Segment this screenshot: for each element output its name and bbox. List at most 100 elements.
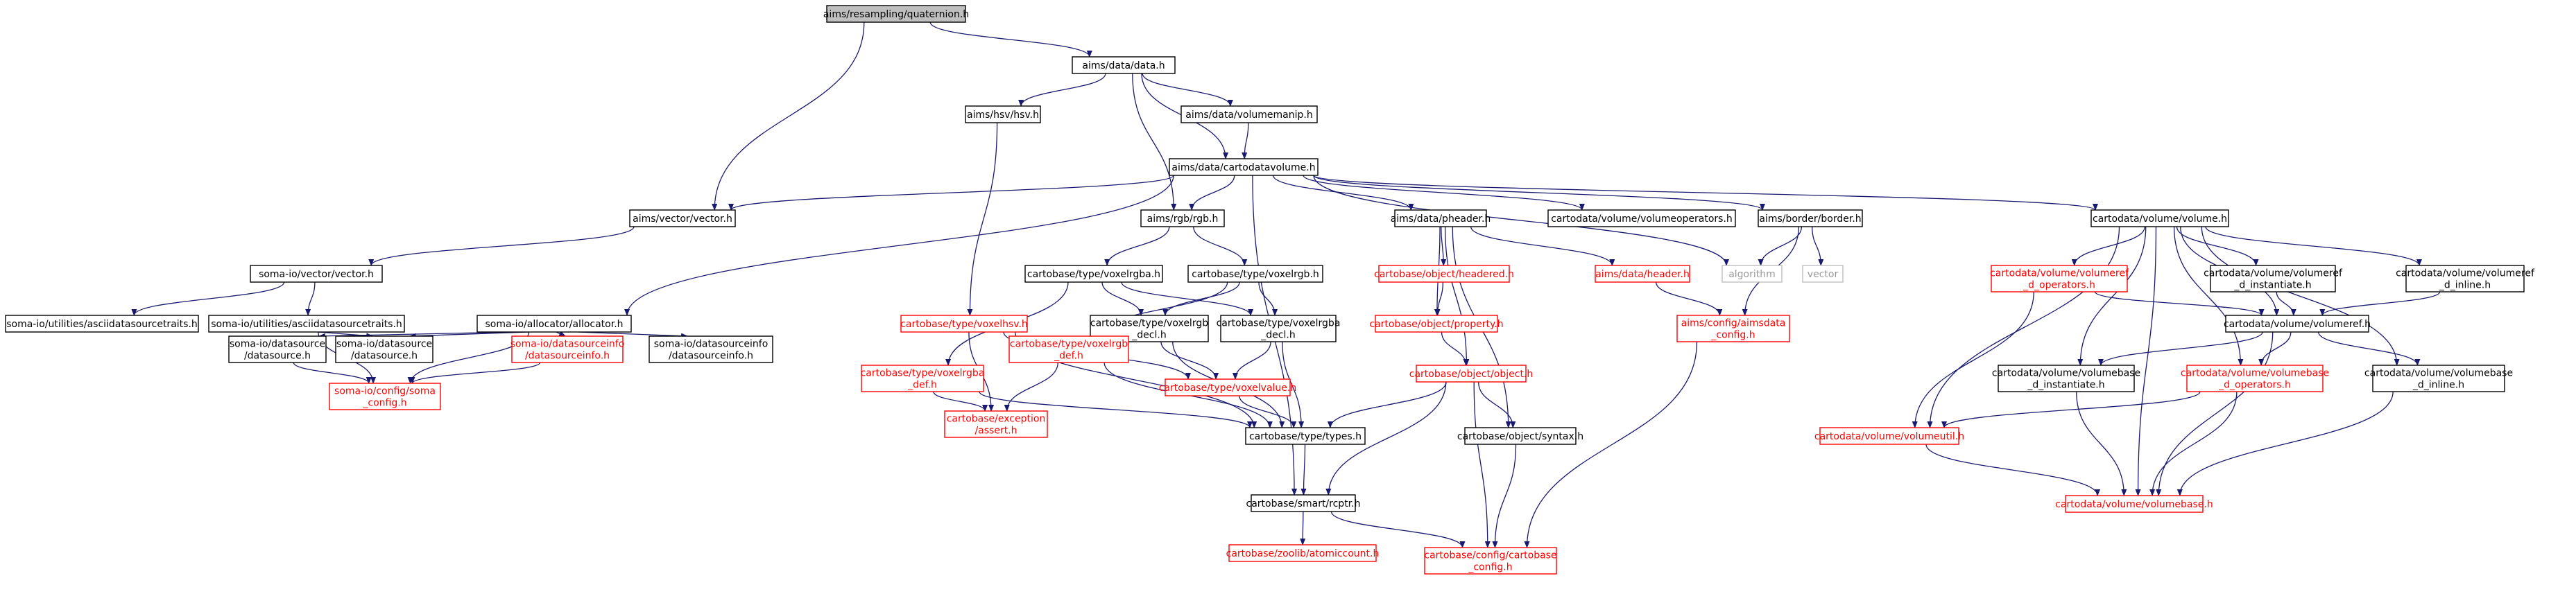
edge-n6-n20 — [1104, 226, 1170, 266]
node-label: cartodata/volume/volumebase — [2181, 368, 2329, 379]
node-soma-io-datasourceinfo-datasourceinfo-h[interactable]: soma-io/datasourceinfo/datasourceinfo.h — [649, 335, 773, 363]
node-cartodata-volume-volumebase-d-inline-h[interactable]: cartodata/volume/volumebase_d_inline.h — [2364, 365, 2513, 392]
node-box — [1251, 494, 1356, 512]
node-cartobase-exception-assert-h[interactable]: cartobase/exception/assert.h — [944, 410, 1048, 438]
node-label: soma-io/vector/vector.h — [259, 269, 374, 280]
node-aims-config-aimsdata-config-h[interactable]: aims/config/aimsdata_config.h — [1676, 315, 1790, 342]
edge-n46-n48 — [1941, 391, 2201, 428]
edge-n10-n47 — [2201, 226, 2400, 366]
edge-n30-n32 — [1330, 511, 1466, 548]
node-label: cartobase/object/syntax.h — [1457, 431, 1583, 442]
node-cartobase-smart-rcptr-h[interactable]: cartobase/smart/rcptr.h — [1246, 494, 1361, 512]
node-box — [1187, 265, 1323, 283]
node-aims-data-header-h[interactable]: aims/data/header.h — [1595, 265, 1690, 283]
node-aims-data-volumemanip-h[interactable]: aims/data/volumemanip.h — [1180, 105, 1318, 123]
node-cartobase-type-voxelrgba-def-h[interactable]: cartobase/type/voxelrgba_def.h — [861, 365, 985, 392]
node-cartobase-type-types-h[interactable]: cartobase/type/types.h — [1245, 427, 1366, 445]
node-soma-io-allocator-allocator-h[interactable]: soma-io/allocator/allocator.h — [476, 315, 632, 333]
edge-n4-n10 — [1313, 175, 2098, 211]
node-box — [228, 335, 327, 363]
node-cartodata-volume-volumeoperators-h[interactable]: cartodata/volume/volumeoperators.h — [1547, 209, 1736, 227]
node-box — [965, 105, 1041, 123]
node-vector: vector — [1802, 265, 1844, 283]
node-aims-data-pheader-h[interactable]: aims/data/pheader.h — [1391, 209, 1491, 227]
node-cartodata-volume-volumeref-d-instantiate-h[interactable]: cartodata/volume/volumeref_d_instantiate… — [2204, 265, 2343, 292]
node-cartodata-volume-volumebase-d-instantiate-h[interactable]: cartodata/volume/volumebase_d_instantiat… — [1992, 365, 2140, 392]
node-cartobase-type-voxelrgba-decl-h[interactable]: cartobase/type/voxelrgba_decl.h — [1217, 315, 1341, 342]
node-box — [476, 315, 632, 333]
node-box — [1228, 544, 1377, 562]
node-algorithm: algorithm — [1721, 265, 1783, 283]
node-label: vector — [1808, 269, 1839, 280]
node-box — [1424, 547, 1557, 575]
node-box — [335, 335, 433, 363]
node-box — [1072, 56, 1176, 74]
node-cartobase-type-voxelrgb-h[interactable]: cartobase/type/voxelrgb.h — [1187, 265, 1323, 283]
edge-n4-n9 — [1313, 175, 1765, 211]
node-cartobase-object-property-h[interactable]: cartobase/object/property.h — [1369, 315, 1504, 333]
node-cartobase-config-cartobase-config-h[interactable]: cartobase/config/cartobase_config.h — [1424, 547, 1557, 575]
edge-n14-n17 — [556, 331, 567, 337]
node-box — [1220, 315, 1337, 342]
node-soma-io-datasourceinfo-datasourceinfo-h[interactable]: soma-io/datasourceinfo/datasourceinfo.h — [510, 335, 625, 363]
node-aims-hsv-hsv-h[interactable]: aims/hsv/hsv.h — [965, 105, 1041, 123]
node-label: aims/data/pheader.h — [1391, 213, 1491, 225]
node-cartodata-volume-volumeref-d-inline-h[interactable]: cartodata/volume/volumeref_d_inline.h — [2396, 265, 2535, 292]
edge-n4-n38 — [1313, 175, 1729, 266]
edge-n34-n35 — [1441, 331, 1469, 366]
node-cartobase-type-voxelrgba-h[interactable]: cartobase/type/voxelrgba.h — [1024, 265, 1163, 283]
edge-n14-n18 — [577, 331, 689, 339]
edge-n14-n16 — [409, 331, 529, 339]
node-cartodata-volume-volumeref-d-operators-h[interactable]: cartodata/volume/volumeref_d_operators.h — [1990, 265, 2129, 292]
node-box — [2372, 365, 2505, 392]
edge-n40-n32 — [1524, 341, 1698, 548]
node-cartodata-volume-volumebase-h[interactable]: cartodata/volume/volumebase.h — [2055, 495, 2213, 513]
node-soma-io-config-soma-config-h[interactable]: soma-io/config/soma_config.h — [329, 383, 441, 410]
edge-n11-n12 — [131, 281, 285, 316]
node-label: /datasource.h — [351, 351, 418, 362]
node-box — [629, 209, 736, 227]
node-label: aims/data/header.h — [1595, 269, 1690, 280]
node-cartobase-object-syntax-h[interactable]: cartobase/object/syntax.h — [1457, 427, 1583, 445]
node-label: cartobase/type/voxelrgb — [1010, 339, 1128, 350]
edge-n1-n2 — [1018, 73, 1106, 107]
node-label: _d_inline.h — [2412, 380, 2464, 391]
node-aims-border-border-h[interactable]: aims/border/border.h — [1758, 209, 1863, 227]
node-cartobase-object-object-h[interactable]: cartobase/object/object.h — [1409, 365, 1534, 383]
node-aims-vector-vector-h[interactable]: aims/vector/vector.h — [629, 209, 736, 227]
edge-n10-n48 — [1927, 226, 2120, 428]
node-box — [1024, 265, 1163, 283]
edge-n15-n19 — [293, 362, 372, 384]
node-soma-io-utilities-asciidatasourcetraits-h[interactable]: soma-io/utilities/asciidatasourcetraits.… — [5, 315, 199, 333]
node-soma-io-utilities-asciidatasourcetraits-h[interactable]: soma-io/utilities/asciidatasourcetraits.… — [208, 315, 405, 333]
node-cartobase-object-headered-h[interactable]: cartobase/object/headered.h — [1374, 265, 1514, 283]
node-soma-io-vector-vector-h[interactable]: soma-io/vector/vector.h — [250, 265, 383, 283]
edge-n4-n8 — [1303, 175, 1585, 211]
node-label: _config.h — [362, 398, 406, 409]
node-aims-data-data-h[interactable]: aims/data/data.h — [1072, 56, 1176, 74]
node-label: cartobase/smart/rcptr.h — [1246, 498, 1361, 509]
node-soma-io-datasource-datasource-h[interactable]: soma-io/datasource/datasource.h — [228, 335, 327, 363]
edge-n21-n24 — [1162, 281, 1240, 316]
node-box — [649, 335, 773, 363]
node-cartobase-type-voxelvalue-h[interactable]: cartobase/type/voxelvalue.h — [1159, 378, 1297, 396]
node-label: cartodata/volume/volumeref — [2396, 268, 2535, 279]
edge-n45-n49 — [2076, 391, 2127, 496]
node-aims-rgb-rgb-h[interactable]: aims/rgb/rgb.h — [1140, 209, 1225, 227]
node-cartodata-volume-volume-h[interactable]: cartodata/volume/volume.h — [2090, 209, 2229, 227]
node-cartodata-volume-volumeutil-h[interactable]: cartodata/volume/volumeutil.h — [1814, 427, 1964, 445]
node-soma-io-datasource-datasource-h[interactable]: soma-io/datasource/datasource.h — [335, 335, 433, 363]
node-box — [2090, 209, 2229, 227]
node-cartodata-volume-volumebase-d-operators-h[interactable]: cartodata/volume/volumebase_d_operators.… — [2181, 365, 2329, 392]
node-aims-data-cartodatavolume-h[interactable]: aims/data/cartodatavolume.h — [1169, 158, 1319, 176]
node-cartobase-zoolib-atomiccount-h[interactable]: cartobase/zoolib/atomiccount.h — [1226, 544, 1380, 562]
node-label: cartodata/volume/volume.h — [2093, 213, 2227, 225]
node-cartobase-type-voxelrgb-def-h[interactable]: cartobase/type/voxelrgb_def.h — [1008, 335, 1129, 363]
edge-n23-n29 — [979, 391, 1253, 428]
node-box — [1802, 265, 1844, 283]
node-cartodata-volume-volumeref-h[interactable]: cartodata/volume/volumeref.h — [2224, 315, 2371, 333]
node-cartobase-type-voxelhsv-h[interactable]: cartobase/type/voxelhsv.h — [900, 315, 1028, 333]
edge-n1-n6 — [1132, 73, 1177, 211]
edge-n11-n13 — [305, 281, 316, 316]
edge-n43-n44 — [2319, 291, 2441, 316]
